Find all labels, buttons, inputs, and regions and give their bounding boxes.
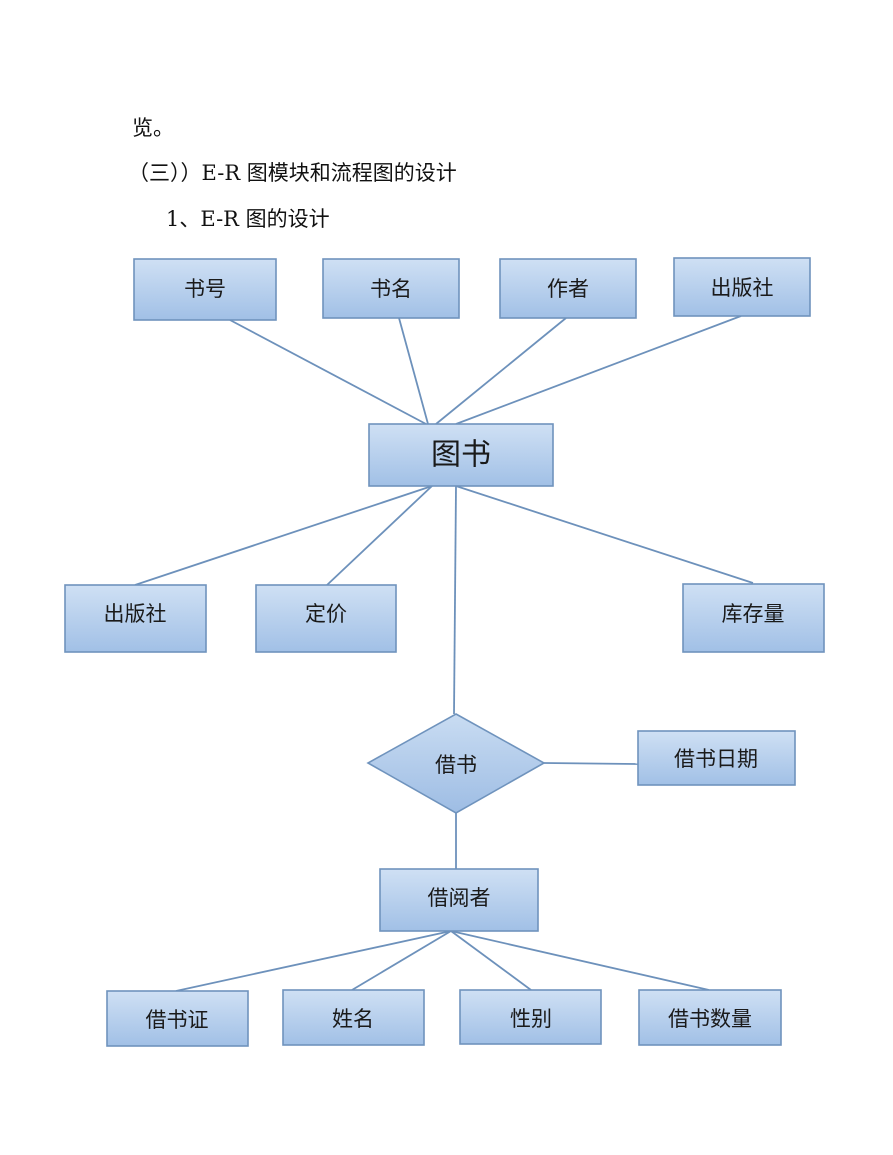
attr-price-label: 定价	[305, 602, 347, 626]
attr-booknum-label: 书号	[184, 277, 226, 301]
attr-gender: 性别	[459, 989, 602, 1045]
connector-stock	[455, 485, 754, 584]
attr-card-label: 借书证	[146, 1008, 209, 1032]
attr-name: 姓名	[282, 989, 425, 1046]
attr-author: 作者	[499, 258, 637, 319]
connector-borrow-count	[450, 930, 710, 991]
connector-publisher-top	[455, 315, 742, 425]
connector-booknum	[229, 319, 427, 425]
connector-author	[435, 317, 567, 425]
connector-card	[175, 930, 452, 992]
attr-publisher-lower: 出版社	[64, 584, 207, 653]
entity-book: 图书	[368, 423, 554, 487]
subsection-heading: 1、E-R 图的设计	[166, 207, 330, 231]
attr-borrow-count-label: 借书数量	[668, 1007, 752, 1031]
entity-reader-label: 借阅者	[428, 886, 491, 910]
connector-bookname	[398, 317, 429, 425]
connector-gender	[450, 930, 532, 991]
attr-borrow-count: 借书数量	[638, 989, 782, 1046]
attr-stock-label: 库存量	[722, 602, 785, 626]
connector-book-borrow	[453, 485, 457, 715]
attr-author-label: 作者	[547, 277, 589, 301]
section-heading: （三））E-R 图模块和流程图的设计	[128, 161, 457, 185]
attr-publisher-top-label: 出版社	[711, 276, 774, 300]
attr-card: 借书证	[106, 990, 249, 1047]
connector-borrow-date	[543, 762, 639, 765]
attr-booknum: 书号	[133, 258, 277, 321]
attr-gender-label: 性别	[510, 1007, 552, 1031]
text-line-1: 览。	[132, 116, 174, 140]
attr-stock: 库存量	[682, 583, 825, 653]
attr-borrow-date: 借书日期	[637, 730, 796, 786]
relationship-borrow-label: 借书	[435, 753, 477, 777]
connector-publisher-lower	[134, 485, 433, 586]
attr-publisher-top: 出版社	[673, 257, 811, 317]
entity-reader: 借阅者	[379, 868, 539, 932]
attr-bookname: 书名	[322, 258, 460, 319]
connectors	[134, 315, 754, 992]
attr-name-label: 姓名	[332, 1007, 374, 1031]
relationship-borrow: 借书	[366, 713, 546, 814]
attr-publisher-lower-label: 出版社	[104, 602, 167, 626]
entity-book-label: 图书	[431, 438, 491, 473]
connector-price	[326, 485, 433, 586]
attr-price: 定价	[255, 584, 397, 653]
attr-bookname-label: 书名	[370, 277, 412, 301]
connector-name	[351, 930, 452, 991]
attr-borrow-date-label: 借书日期	[674, 747, 758, 771]
